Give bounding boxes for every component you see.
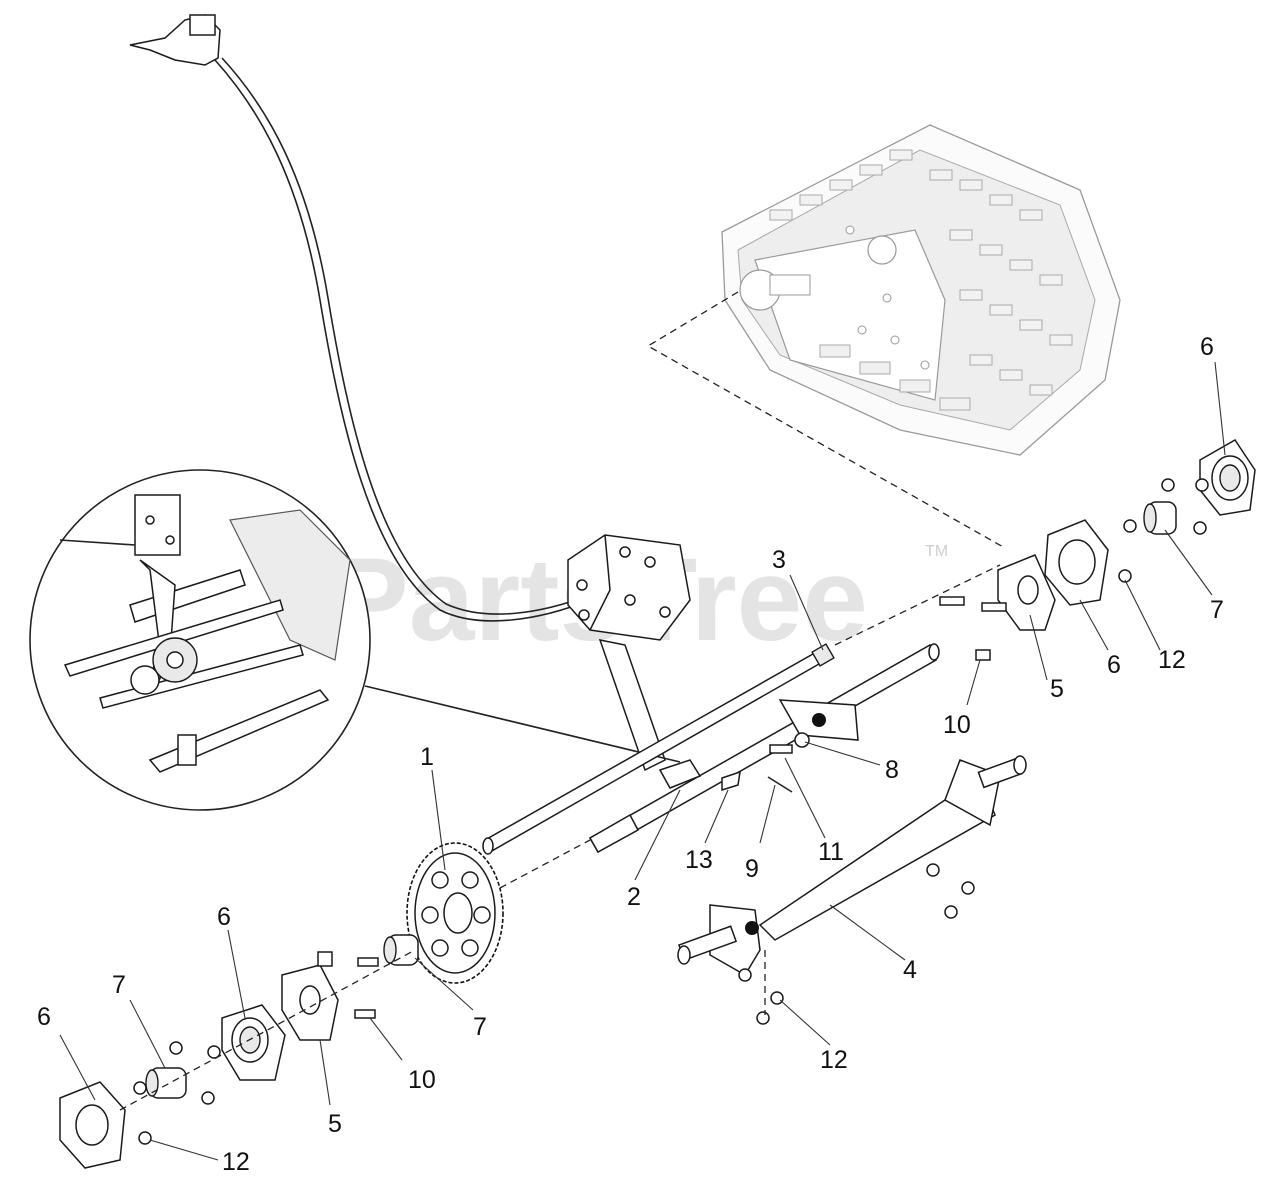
callout-10-left: 10 [408,1066,436,1094]
control-cable [129,14,591,622]
right-bearing-flange [1199,439,1256,516]
left-bolts [317,951,379,1019]
callout-labels: 1 2 3 4 5 5 6 6 6 6 7 7 7 8 9 10 10 11 1… [37,333,1224,1176]
left-bearing-end [59,1081,126,1169]
callout-9: 9 [745,855,759,883]
callout-4: 4 [903,956,917,984]
callout-6-left-mid: 6 [217,903,231,931]
axle-bracket [677,755,1027,977]
callout-12-right-top: 12 [1158,646,1186,674]
callout-2: 2 [627,883,641,911]
callout-11: 11 [818,838,844,866]
callout-10-right: 10 [943,711,971,739]
left-bushings [145,934,419,1099]
shaft-lower [588,643,940,854]
callout-5-left: 5 [328,1110,342,1138]
axle-nuts [738,863,975,1025]
callout-12-left: 12 [222,1148,250,1176]
callout-6-left: 6 [37,1003,51,1031]
callout-1: 1 [420,743,434,771]
right-bushing [1143,501,1177,535]
detail-inset [29,469,681,811]
gear [406,842,504,984]
right-plate-5 [997,554,1056,631]
watermark-trademark: TM [925,543,948,560]
left-nuts [133,1041,221,1145]
leader-lines [59,361,1226,1161]
right-bolts [721,596,1007,793]
left-plate-5 [281,964,339,1041]
transmission-control-box [567,534,691,772]
callout-7-left: 7 [112,971,126,999]
right-nuts [1118,478,1209,583]
left-bearing-mid [221,1004,286,1081]
track-assembly [721,124,1121,456]
callout-6-right: 6 [1107,651,1121,679]
callout-6-right-top: 6 [1200,333,1214,361]
shaft-upper [482,643,835,855]
callout-8: 8 [885,756,899,784]
callout-12-mid: 12 [820,1046,848,1074]
callout-7-right: 7 [1210,596,1224,624]
right-plate-6 [1044,519,1109,606]
callout-5-right: 5 [1050,675,1064,703]
callout-7-mid: 7 [473,1013,487,1041]
callout-13: 13 [685,846,713,874]
callout-3: 3 [772,546,786,574]
